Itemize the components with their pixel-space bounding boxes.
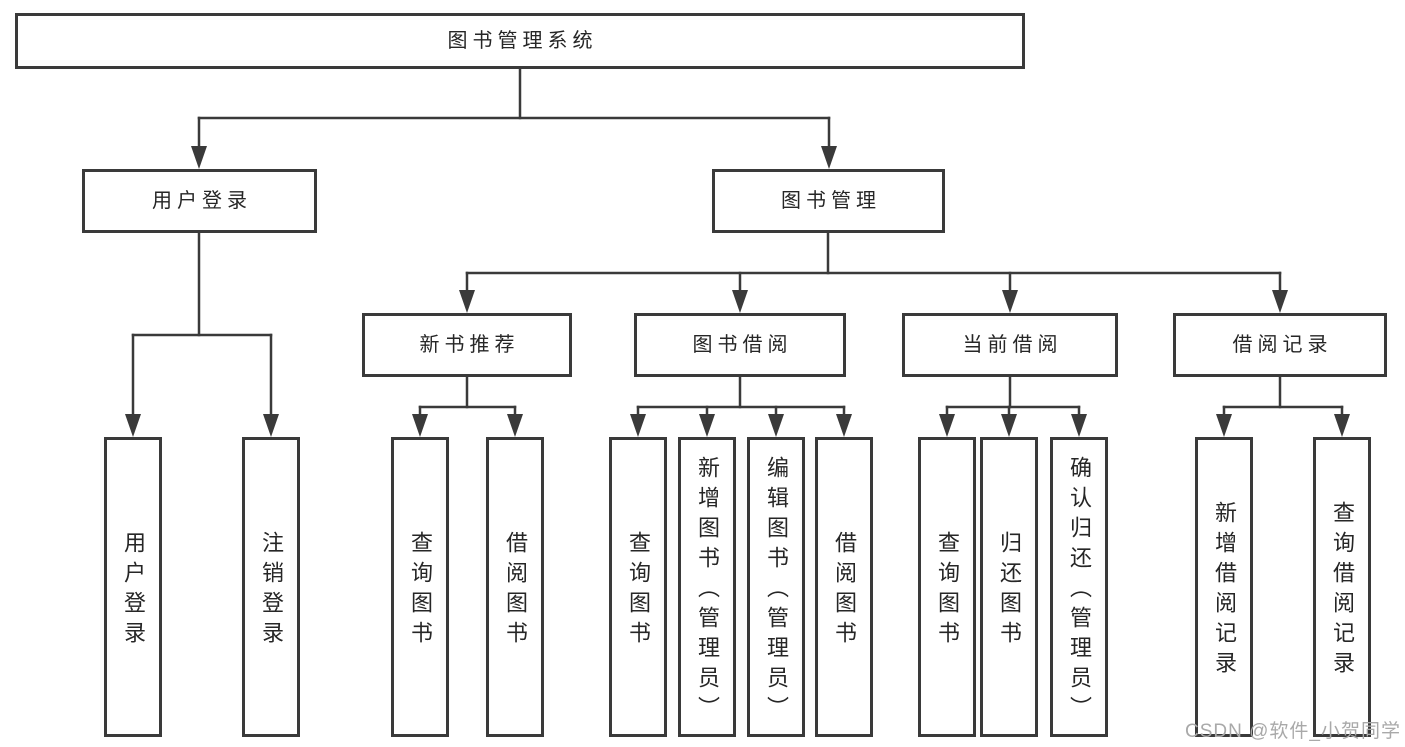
leaf-label: 用户登录 <box>121 531 146 651</box>
leaf-label: 新增图书（管理员） <box>695 456 720 726</box>
leaf-label: 查询图书 <box>626 531 651 651</box>
node-current-borrowing: 当前借阅 <box>902 313 1118 377</box>
node-book-management: 图书管理 <box>712 169 945 233</box>
node-new-book-recommendation: 新书推荐 <box>362 313 572 377</box>
leaf-logout: 注销登录 <box>242 437 300 737</box>
leaf-label: 借阅图书 <box>832 531 857 651</box>
leaf-query-books-recommend: 查询图书 <box>391 437 449 737</box>
node-label: 当前借阅 <box>962 334 1063 356</box>
leaf-query-books-current: 查询图书 <box>918 437 976 737</box>
leaf-label: 借阅图书 <box>503 531 528 651</box>
node-label: 借阅记录 <box>1232 334 1333 356</box>
node-borrowing-records: 借阅记录 <box>1173 313 1387 377</box>
leaf-confirm-return-admin: 确认归还（管理员） <box>1050 437 1108 737</box>
leaf-edit-books-admin: 编辑图书（管理员） <box>747 437 805 737</box>
leaf-label: 注销登录 <box>259 531 284 651</box>
leaf-add-books-admin: 新增图书（管理员） <box>678 437 736 737</box>
node-book-borrowing: 图书借阅 <box>634 313 846 377</box>
csdn-watermark: CSDN @软件_小贺同学 <box>1185 721 1401 742</box>
node-label: 图书借阅 <box>692 334 793 356</box>
node-library-management-system: 图书管理系统 <box>15 13 1025 69</box>
leaf-borrow-books-borrowing: 借阅图书 <box>815 437 873 737</box>
node-user-login: 用户登录 <box>82 169 317 233</box>
node-label: 图书管理系统 <box>447 30 598 52</box>
leaf-return-books: 归还图书 <box>980 437 1038 737</box>
leaf-label: 查询图书 <box>935 531 960 651</box>
node-label: 新书推荐 <box>419 334 520 356</box>
leaf-label: 查询借阅记录 <box>1330 501 1355 681</box>
node-label: 用户登录 <box>152 190 252 212</box>
leaf-add-borrow-record: 新增借阅记录 <box>1195 437 1253 737</box>
node-label: 图书管理 <box>781 190 881 212</box>
leaf-label: 编辑图书（管理员） <box>764 456 789 726</box>
leaf-borrow-books-recommend: 借阅图书 <box>486 437 544 737</box>
leaf-label: 新增借阅记录 <box>1212 501 1237 681</box>
leaf-query-books-borrowing: 查询图书 <box>609 437 667 737</box>
leaf-user-login: 用户登录 <box>104 437 162 737</box>
leaf-label: 归还图书 <box>997 531 1022 651</box>
leaf-label: 查询图书 <box>408 531 433 651</box>
leaf-label: 确认归还（管理员） <box>1067 456 1092 726</box>
leaf-query-borrow-record: 查询借阅记录 <box>1313 437 1371 737</box>
